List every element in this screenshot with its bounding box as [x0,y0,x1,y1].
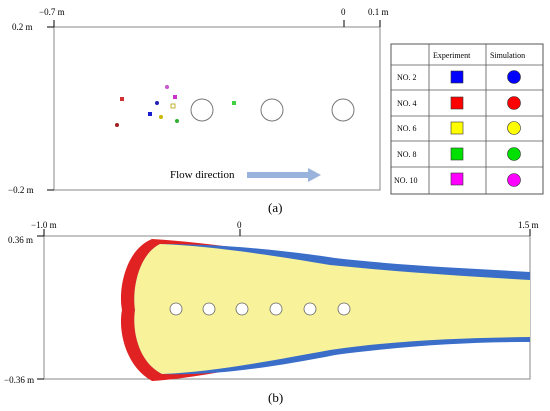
legend-square-no2 [450,70,464,84]
x-tick-label: −1.0 m [31,220,57,230]
legend-square-no6 [450,121,464,135]
cylinder-circle [331,98,355,122]
marker-no2-experiment [148,112,152,116]
flow-direction-label: Flow direction [170,169,235,181]
marker-no10-experiment [173,95,177,99]
cylinder-circle [337,302,351,316]
marker-no8-experiment [232,101,236,105]
legend-header-experiment: Experiment [433,51,471,60]
x-tick-label: 0 [341,7,346,17]
legend-row-label: NO. 6 [397,124,417,133]
panel-a-frame [53,26,381,191]
flow-arrow-shaft [247,172,309,178]
marker-no4-simulation [115,123,119,127]
legend-table: Experiment Simulation NO. 2 NO. 4 NO. 6 … [390,43,544,195]
overlap-region [134,244,531,374]
cylinder-circle [269,302,283,316]
cylinder-circle [260,98,284,122]
caption-b: (b) [268,390,283,405]
marker-no10-simulation [165,85,169,89]
cylinder-circle [190,98,214,122]
legend-circle-no2 [507,70,521,84]
y-tick-label: −0.2 m [8,185,34,195]
y-tick-label: 0.36 m [8,235,33,245]
legend-circle-no8 [507,147,521,161]
marker-no4-experiment [120,97,124,101]
cylinder-circle [202,302,216,316]
panel-b: −1.0 m 0 1.5 m 0.36 m −0.36 m (b) [4,220,539,405]
marker-no6-simulation [159,115,163,119]
legend-header-simulation: Simulation [490,51,525,60]
legend-square-no8 [450,147,464,161]
panel-a: −0.7 m 0 0.1 m 0.2 m −0.2 m Flow directi… [8,7,544,215]
legend-row-label: NO. 8 [397,150,417,159]
x-tick-label: −0.7 m [39,7,65,17]
cylinder-circle [303,302,317,316]
x-tick-label: 0 [237,220,242,230]
legend-row-label: NO. 4 [397,99,417,108]
legend-circle-no10 [507,173,521,187]
legend-square-no10 [450,172,464,186]
legend-row-label: NO. 10 [394,176,418,185]
cylinder-circle [235,302,249,316]
marker-no8-simulation [175,119,179,123]
flow-arrow-head [308,168,321,182]
marker-no2-simulation [155,101,159,105]
marker-no6-experiment [170,103,176,109]
legend-circle-no6 [507,121,521,135]
legend-square-no4 [450,96,464,110]
y-tick-label: −0.36 m [4,375,34,385]
x-tick-label: 1.5 m [518,220,539,230]
x-tick-label: 0.1 m [368,7,389,17]
y-tick-label: 0.2 m [12,22,33,32]
cylinder-circle [169,302,183,316]
caption-a: (a) [268,200,282,215]
legend-circle-no4 [507,96,521,110]
legend-row-label: NO. 2 [397,73,417,82]
